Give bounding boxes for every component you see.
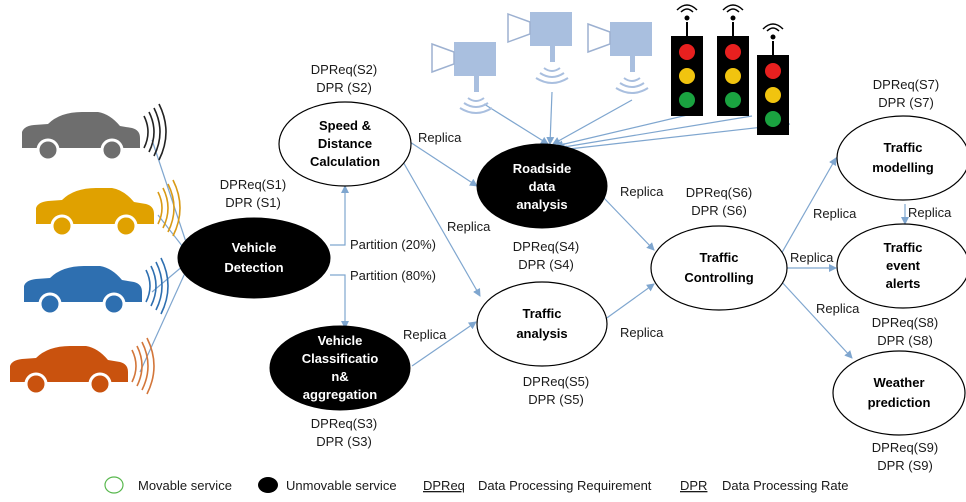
svg-text:DPReq(S9): DPReq(S9) <box>872 440 938 455</box>
svg-text:DPR (S2): DPR (S2) <box>316 80 372 95</box>
svg-text:DPReq(S5): DPReq(S5) <box>523 374 589 389</box>
requirement-s8: DPReq(S8) DPR (S8) <box>872 315 938 348</box>
camera-icon <box>507 11 573 84</box>
svg-text:Calculation: Calculation <box>310 154 380 169</box>
svg-text:Controlling: Controlling <box>684 270 753 285</box>
node-traffic-modelling: Traffic modelling <box>836 115 966 201</box>
legend-movable-swatch <box>104 476 124 494</box>
svg-text:DPReq(S4): DPReq(S4) <box>513 239 579 254</box>
requirement-s7: DPReq(S7) DPR (S7) <box>873 77 939 110</box>
svg-text:Speed &: Speed & <box>319 118 371 133</box>
svg-text:alerts: alerts <box>886 276 921 291</box>
svg-text:DPR (S1): DPR (S1) <box>225 195 281 210</box>
replica-label: Replica <box>403 327 447 342</box>
edge-labels: Partition (20%) Partition (80%) Replica … <box>350 130 952 342</box>
svg-text:Traffic: Traffic <box>522 306 561 321</box>
svg-text:DPR (S5): DPR (S5) <box>528 392 584 407</box>
replica-label: Replica <box>813 206 857 221</box>
svg-text:Traffic: Traffic <box>699 250 738 265</box>
node-traffic-event-alerts: Traffic event alerts <box>836 223 966 309</box>
partition-20-label: Partition (20%) <box>350 237 436 252</box>
replica-label: Replica <box>620 325 664 340</box>
requirement-s5: DPReq(S5) DPR (S5) <box>523 374 589 407</box>
svg-text:n&: n& <box>331 369 348 384</box>
svg-text:Traffic: Traffic <box>883 240 922 255</box>
requirement-s6: DPReq(S6) DPR (S6) <box>686 185 752 218</box>
svg-text:DPReq(S1): DPReq(S1) <box>220 177 286 192</box>
svg-text:Detection: Detection <box>224 260 283 275</box>
svg-text:Roadside: Roadside <box>513 161 572 176</box>
svg-text:analysis: analysis <box>516 197 567 212</box>
replica-label: Replica <box>908 205 952 220</box>
replica-label: Replica <box>418 130 462 145</box>
svg-text:Classificatio: Classificatio <box>302 351 379 366</box>
node-traffic-analysis: Traffic analysis <box>476 281 608 367</box>
legend-unmovable-label: Unmovable service <box>286 478 397 493</box>
svg-text:Vehicle: Vehicle <box>318 333 363 348</box>
replica-label: Replica <box>620 184 664 199</box>
traffic-light-icon <box>756 23 790 136</box>
camera-icon <box>587 21 653 94</box>
car-gray-icon <box>22 103 167 162</box>
legend: Movable service Unmovable service DPReq … <box>104 476 848 494</box>
partition-80-label: Partition (80%) <box>350 268 436 283</box>
svg-text:Traffic: Traffic <box>883 140 922 155</box>
svg-text:Distance: Distance <box>318 136 372 151</box>
svg-text:DPReq(S6): DPReq(S6) <box>686 185 752 200</box>
input-edges <box>139 91 791 373</box>
requirement-s3: DPReq(S3) DPR (S3) <box>311 416 377 449</box>
svg-text:DPReq(S2): DPReq(S2) <box>311 62 377 77</box>
legend-dpr-abbr: DPR <box>680 478 707 493</box>
svg-text:data: data <box>529 179 557 194</box>
replica-label: Replica <box>790 250 834 265</box>
replica-label: Replica <box>816 301 860 316</box>
node-traffic-controlling: Traffic Controlling <box>650 225 788 311</box>
svg-text:DPReq(S8): DPReq(S8) <box>872 315 938 330</box>
legend-movable-label: Movable service <box>138 478 232 493</box>
svg-text:aggregation: aggregation <box>303 387 377 402</box>
svg-text:analysis: analysis <box>516 326 567 341</box>
node-weather-prediction: Weather prediction <box>832 350 966 436</box>
svg-text:DPR (S9): DPR (S9) <box>877 458 933 473</box>
traffic-light-icon <box>716 4 750 117</box>
legend-unmovable-swatch <box>258 477 278 493</box>
car-orange-icon <box>10 337 155 396</box>
svg-text:DPR (S7): DPR (S7) <box>878 95 934 110</box>
svg-text:modelling: modelling <box>872 160 933 175</box>
svg-text:event: event <box>886 258 921 273</box>
traffic-light-icon <box>670 4 704 117</box>
svg-text:Vehicle: Vehicle <box>232 240 277 255</box>
node-vehicle-detection: Vehicle Detection <box>177 217 331 299</box>
svg-text:DPR (S8): DPR (S8) <box>877 333 933 348</box>
legend-dpreq-abbr: DPReq <box>423 478 465 493</box>
svg-text:DPReq(S7): DPReq(S7) <box>873 77 939 92</box>
requirement-s2: DPReq(S2) DPR (S2) <box>311 62 377 95</box>
svg-text:DPR (S6): DPR (S6) <box>691 203 747 218</box>
node-speed-distance: Speed & Distance Calculation <box>278 101 412 187</box>
svg-text:DPR (S4): DPR (S4) <box>518 257 574 272</box>
node-roadside-data-analysis: Roadside data analysis <box>476 143 608 229</box>
legend-dpreq-full: Data Processing Requirement <box>478 478 652 493</box>
svg-text:Weather: Weather <box>873 375 924 390</box>
requirement-s9: DPReq(S9) DPR (S9) <box>872 440 938 473</box>
camera-icon <box>431 41 497 114</box>
svg-text:prediction: prediction <box>868 395 931 410</box>
flow-edges <box>330 141 909 367</box>
replica-label: Replica <box>447 219 491 234</box>
svg-text:DPReq(S3): DPReq(S3) <box>311 416 377 431</box>
car-blue-icon <box>24 257 169 316</box>
requirement-s4: DPReq(S4) DPR (S4) <box>513 239 579 272</box>
car-yellow-icon <box>36 179 181 238</box>
svg-text:DPR (S3): DPR (S3) <box>316 434 372 449</box>
requirement-s1: DPReq(S1) DPR (S1) <box>220 177 286 210</box>
node-vehicle-classification: Vehicle Classificatio n& aggregation <box>269 325 411 411</box>
legend-dpr-full: Data Processing Rate <box>722 478 848 493</box>
